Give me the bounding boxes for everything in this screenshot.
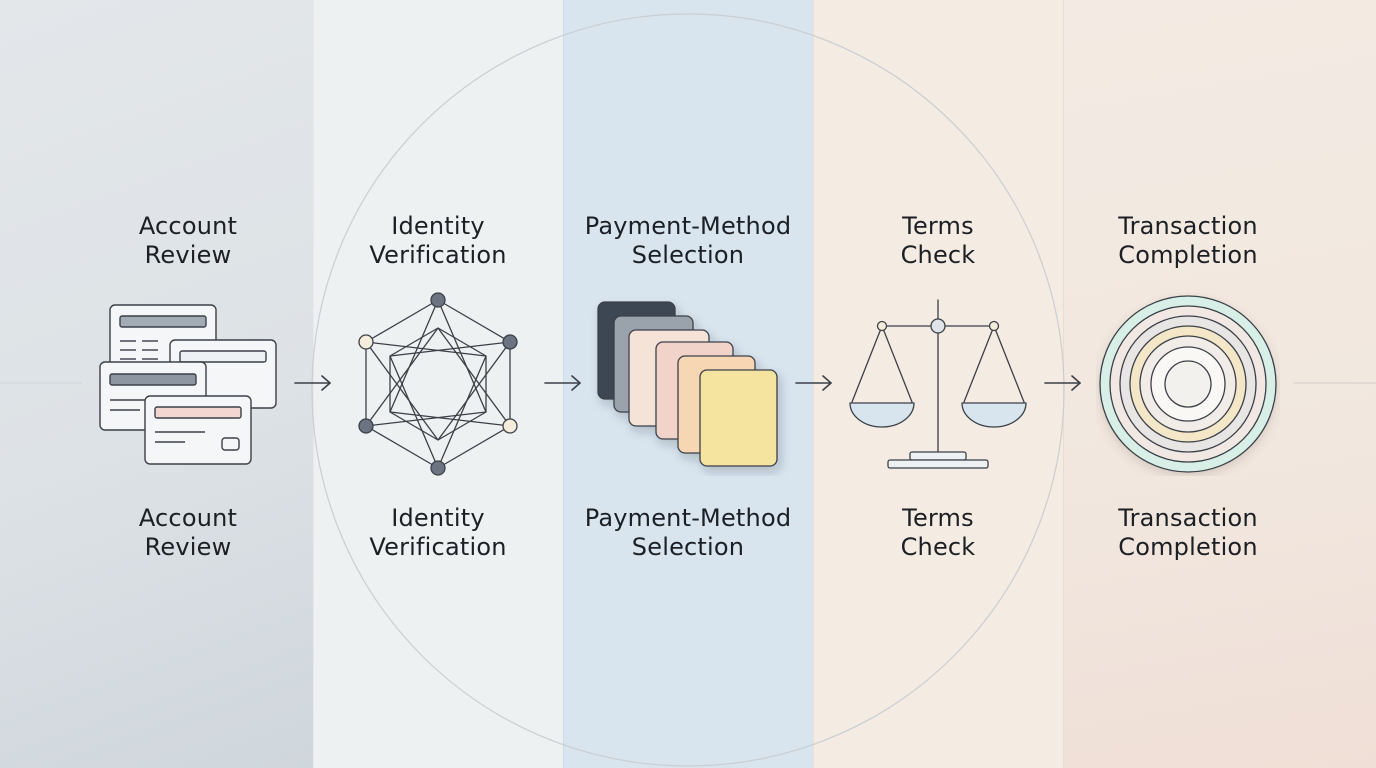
stage-label-top-transaction-completion: Transaction Completion — [1118, 212, 1258, 269]
stage-label-top-terms-check: Terms Check — [900, 212, 976, 269]
stage-column-identity-verification — [313, 0, 564, 768]
arrow-right-icon — [544, 375, 581, 391]
stage-label-bottom-identity-verification: Identity Verification — [369, 504, 507, 561]
arrow-right-icon — [1044, 375, 1081, 391]
arrow-right-icon — [294, 375, 331, 391]
background-circle — [311, 13, 1065, 767]
documents-icon — [99, 304, 277, 465]
card-stack-icon — [597, 301, 778, 467]
arrow-right-icon — [795, 375, 832, 391]
stage-label-bottom-transaction-completion: Transaction Completion — [1118, 504, 1258, 561]
stage-label-top-account-review: Account Review — [138, 212, 238, 269]
stage-label-bottom-terms-check: Terms Check — [900, 504, 976, 561]
hexagon-network-icon — [358, 292, 518, 476]
stage-label-top-identity-verification: Identity Verification — [369, 212, 507, 269]
concentric-rings-icon — [1099, 295, 1277, 473]
stage-label-top-payment-method-selection: Payment-Method Selection — [584, 212, 792, 269]
balance-scale-icon — [849, 299, 1027, 469]
stage-label-bottom-payment-method-selection: Payment-Method Selection — [584, 504, 792, 561]
stage-label-bottom-account-review: Account Review — [138, 504, 238, 561]
